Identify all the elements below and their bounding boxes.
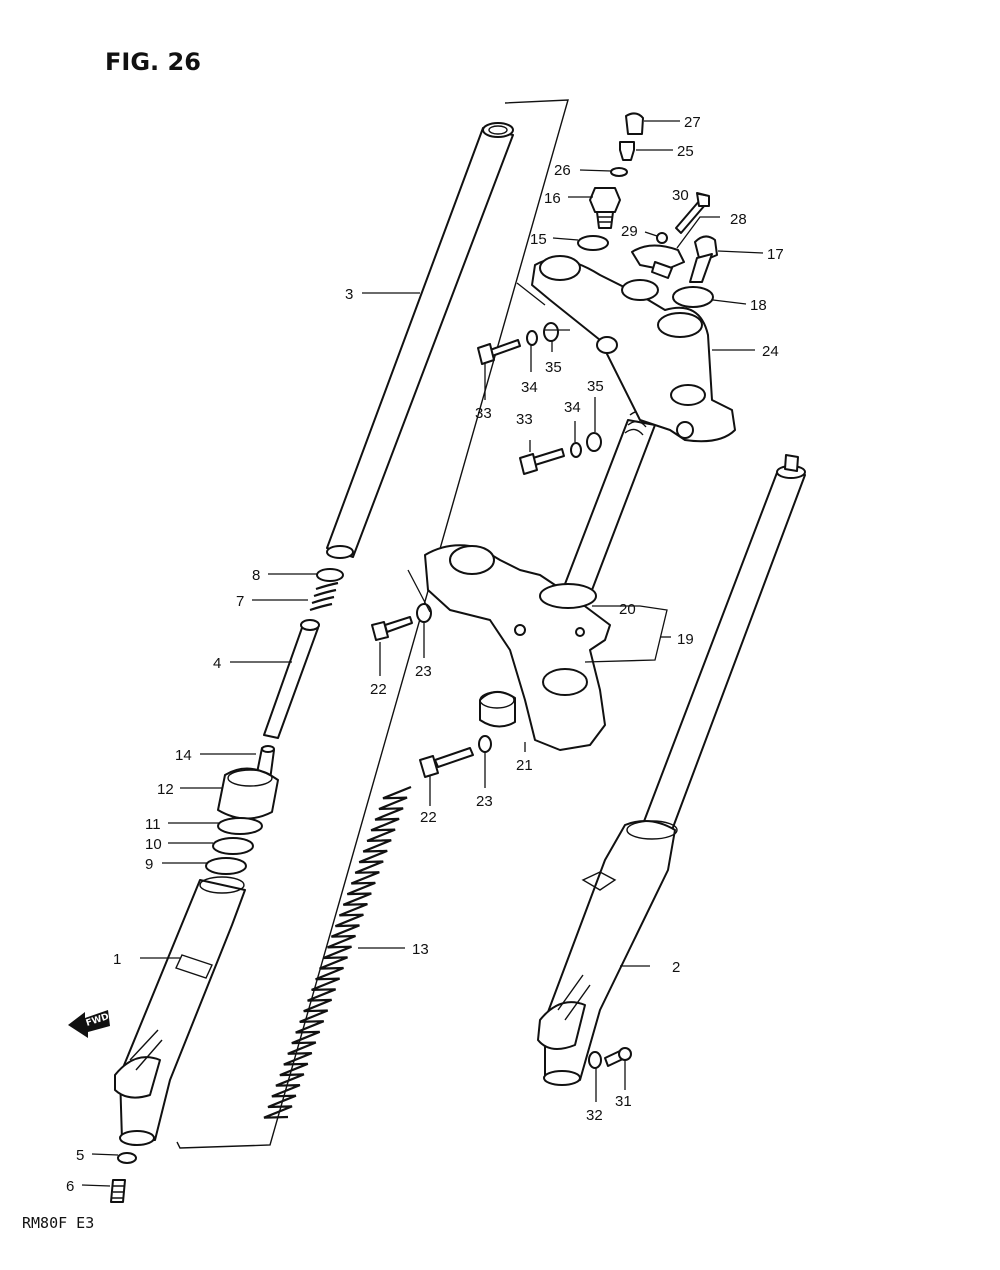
callout-label: 28	[730, 211, 747, 228]
callout-label: 4	[213, 655, 221, 672]
callout-label: 18	[750, 297, 767, 314]
callout-label: 5	[76, 1147, 84, 1164]
callout-label: 7	[236, 593, 244, 610]
callout-label: 1	[113, 951, 121, 968]
clamp-bolt-part	[675, 192, 710, 234]
callout-label: 14	[175, 747, 192, 764]
washer-part-23b	[478, 735, 492, 753]
callout-label: 21	[516, 757, 533, 774]
callout-label: 9	[145, 856, 153, 873]
callout-label: 31	[615, 1093, 632, 1110]
stem-washer-part	[672, 286, 714, 308]
forward-arrow-icon: FWD	[68, 1010, 110, 1038]
lock-washer-34a	[526, 330, 538, 346]
washer-part-35b	[586, 432, 602, 452]
fork-tube-part	[326, 122, 514, 559]
callout-label: 13	[412, 941, 429, 958]
valve-cap-part	[625, 112, 644, 135]
callout-label: 24	[762, 343, 779, 360]
gasket-part	[117, 1152, 137, 1164]
leader-lines	[81, 120, 764, 1187]
bolt-part-31	[604, 1047, 632, 1067]
ring-part	[316, 568, 344, 582]
callout-label: 19	[677, 631, 694, 648]
callout-label: 33	[475, 405, 492, 422]
bolt-part-22a	[371, 616, 413, 641]
callout-label: 35	[545, 359, 562, 376]
slide-bushing-part	[205, 857, 247, 875]
callout-label: 25	[677, 143, 694, 160]
callout-label: 2	[672, 959, 680, 976]
callout-labels: 1 2 3 4 5 6 7 8 9 10 11 12 13 14 15 16 1…	[66, 114, 784, 1195]
callout-label: 27	[684, 114, 701, 131]
bolt-part-33b	[519, 448, 565, 475]
assembly-boundary	[176, 99, 569, 1149]
callout-label: 20	[619, 601, 636, 618]
callout-label: 23	[476, 793, 493, 810]
callout-label: 15	[530, 231, 547, 248]
drain-bolt-part	[110, 1179, 126, 1203]
callout-label: 8	[252, 567, 260, 584]
callout-label: 22	[370, 681, 387, 698]
bolt-part-33a	[477, 339, 521, 365]
washer-part-32	[588, 1051, 602, 1069]
callout-label: 10	[145, 836, 162, 853]
callout-label: 3	[345, 286, 353, 303]
dust-seal-part	[217, 767, 279, 820]
o-ring-part	[577, 235, 609, 251]
callout-label: 29	[621, 223, 638, 240]
callout-label: 34	[564, 399, 581, 416]
small-spring-part	[309, 581, 339, 612]
washer-part-23a	[416, 603, 432, 623]
right-fork-leg-part	[537, 454, 806, 1086]
callout-label: 12	[157, 781, 174, 798]
callout-label: 17	[767, 246, 784, 263]
lower-bracket-part	[424, 544, 611, 751]
steering-stem-part	[564, 410, 656, 591]
nut-part	[656, 232, 668, 244]
bushing-part	[479, 691, 516, 728]
callout-label: 34	[521, 379, 538, 396]
washer-part-35a	[543, 322, 559, 342]
air-valve-part	[619, 141, 635, 161]
cable-clamp-part	[631, 244, 685, 279]
callout-label: 23	[415, 663, 432, 680]
figure-title: FIG. 26	[105, 48, 201, 76]
callout-label: 30	[672, 187, 689, 204]
callout-label: 22	[420, 809, 437, 826]
stem-bolt-part	[689, 235, 718, 283]
callout-label: 26	[554, 162, 571, 179]
oil-seal-part	[217, 817, 263, 835]
callout-label: 11	[145, 816, 161, 833]
bolt-part-22b	[419, 747, 474, 778]
model-code: RM80F E3	[22, 1214, 94, 1232]
callout-label: 16	[544, 190, 561, 207]
callout-label: 33	[516, 411, 533, 428]
left-outer-tube-part	[114, 876, 246, 1146]
callout-label: 35	[587, 378, 604, 395]
callout-label: 6	[66, 1178, 74, 1195]
lock-washer-34b	[570, 442, 582, 458]
seal-washer-part	[212, 837, 254, 855]
cap-bolt-part	[589, 187, 621, 229]
callout-label: 32	[586, 1107, 603, 1124]
fork-spring-part	[263, 785, 412, 1119]
valve-o-ring-part	[610, 167, 628, 177]
damper-rod-part	[263, 619, 320, 739]
upper-bracket-part	[531, 255, 736, 443]
